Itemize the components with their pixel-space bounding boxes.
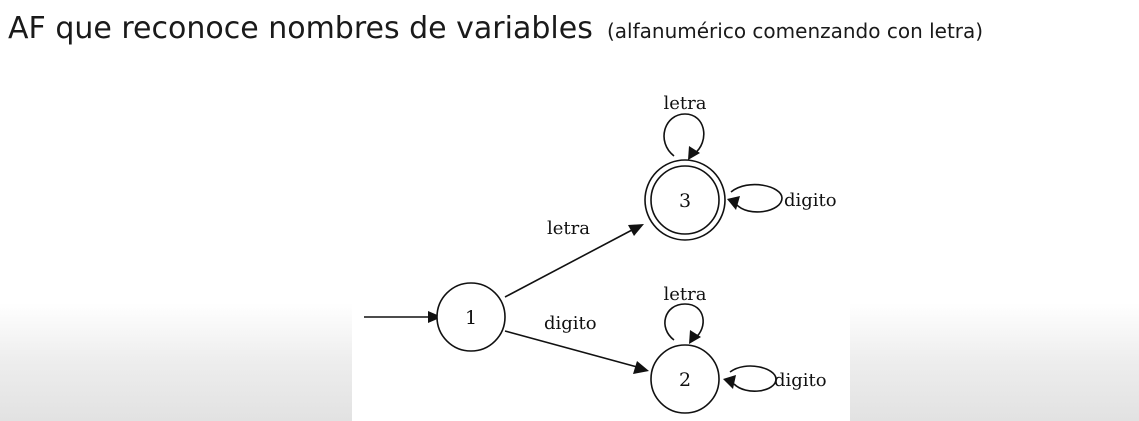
state-3-label: 3 [679, 190, 691, 212]
state-3: 3 [644, 159, 726, 241]
transition-1-to-3 [504, 224, 644, 298]
self-loop-2-right [723, 365, 777, 392]
transition-1-to-2 [504, 330, 649, 374]
state-3-inner-circle [650, 165, 720, 235]
transition-label-3-right: digito [784, 190, 837, 211]
title-main: AF que reconoce nombres de variables [8, 11, 593, 46]
automaton-diagram: letra digito 1 3 letra digito [364, 93, 837, 414]
state-1-circle [436, 282, 506, 352]
state-2: 2 [650, 344, 720, 414]
title-subtitle: (alfanumérico comenzando con letra) [607, 19, 984, 43]
self-loop-3-top [663, 113, 705, 160]
state-1: 1 [436, 282, 506, 352]
self-loop-2-top [664, 303, 704, 344]
state-1-label: 1 [465, 307, 477, 329]
transition-label-1-to-2: digito [544, 313, 597, 334]
self-loop-3-right [727, 183, 783, 213]
transition-label-1-to-3: letra [547, 218, 590, 239]
transition-label-2-top: letra [664, 284, 707, 305]
state-2-circle [650, 344, 720, 414]
state-2-label: 2 [679, 369, 691, 391]
initial-arrow [364, 311, 442, 323]
diagram-panel: letra digito 1 3 letra digito [352, 82, 850, 421]
slide-title: AF que reconoce nombres de variables (al… [8, 8, 983, 46]
transition-label-2-right: digito [774, 370, 827, 391]
transition-label-3-top: letra [664, 93, 707, 114]
